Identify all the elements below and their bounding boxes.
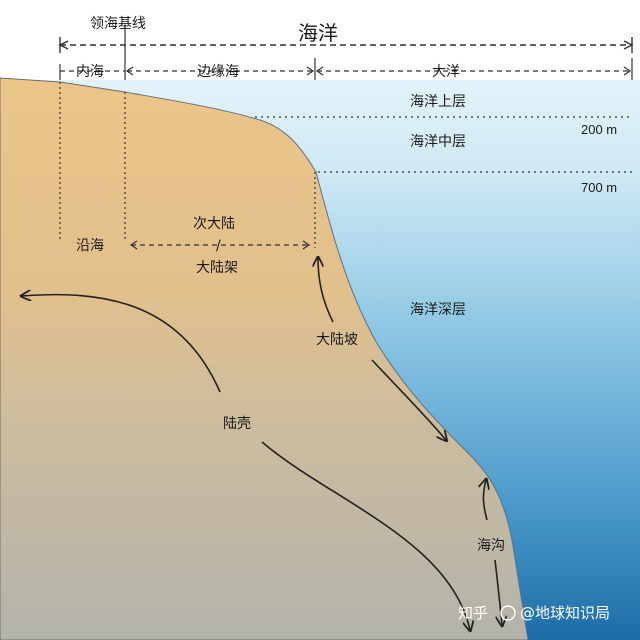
trench-label: 海沟 — [477, 538, 505, 554]
shelf-range-indicator — [129, 240, 311, 250]
continental-shelf-label: 大陆架 — [196, 260, 238, 276]
subcontinent-slash: / — [216, 238, 221, 254]
trench-down-arrow — [494, 559, 502, 625]
depth-700-label: 700 m — [581, 180, 617, 195]
watermark: 知乎 @地球知识局 — [458, 604, 610, 622]
trench-up-arrow — [483, 480, 487, 521]
open-ocean-label: 大洋 — [432, 64, 460, 80]
crust-descent-arrow — [261, 441, 470, 630]
coastal-label: 沿海 — [76, 238, 104, 254]
watermark-handle: @地球知识局 — [520, 604, 610, 622]
watermark-at-icon — [500, 605, 516, 621]
depth-200-label: 200 m — [581, 122, 617, 137]
slope-down-arrow — [371, 359, 446, 440]
crust-flow-arrow — [22, 295, 221, 393]
slope-up-arrow — [318, 258, 334, 323]
continental-slope-label: 大陆坡 — [316, 332, 358, 348]
continental-landmass — [0, 77, 529, 640]
watermark-site: 知乎 — [458, 604, 488, 622]
baseline-label: 领海基线 — [90, 15, 146, 32]
deep-layer-label: 海洋深层 — [410, 302, 466, 318]
subcontinent-label: 次大陆 — [193, 216, 235, 232]
marginal-sea-label: 边缘海 — [197, 64, 239, 80]
upper-layer-label: 海洋上层 — [410, 94, 466, 110]
sea-zone-range-indicator — [59, 25, 633, 80]
middle-layer-label: 海洋中层 — [410, 134, 466, 150]
ocean-range-indicator — [58, 37, 634, 53]
internal-waters-label: 内海 — [76, 64, 104, 80]
ocean-label: 海洋 — [298, 21, 338, 45]
crust-label: 陆壳 — [223, 415, 251, 432]
